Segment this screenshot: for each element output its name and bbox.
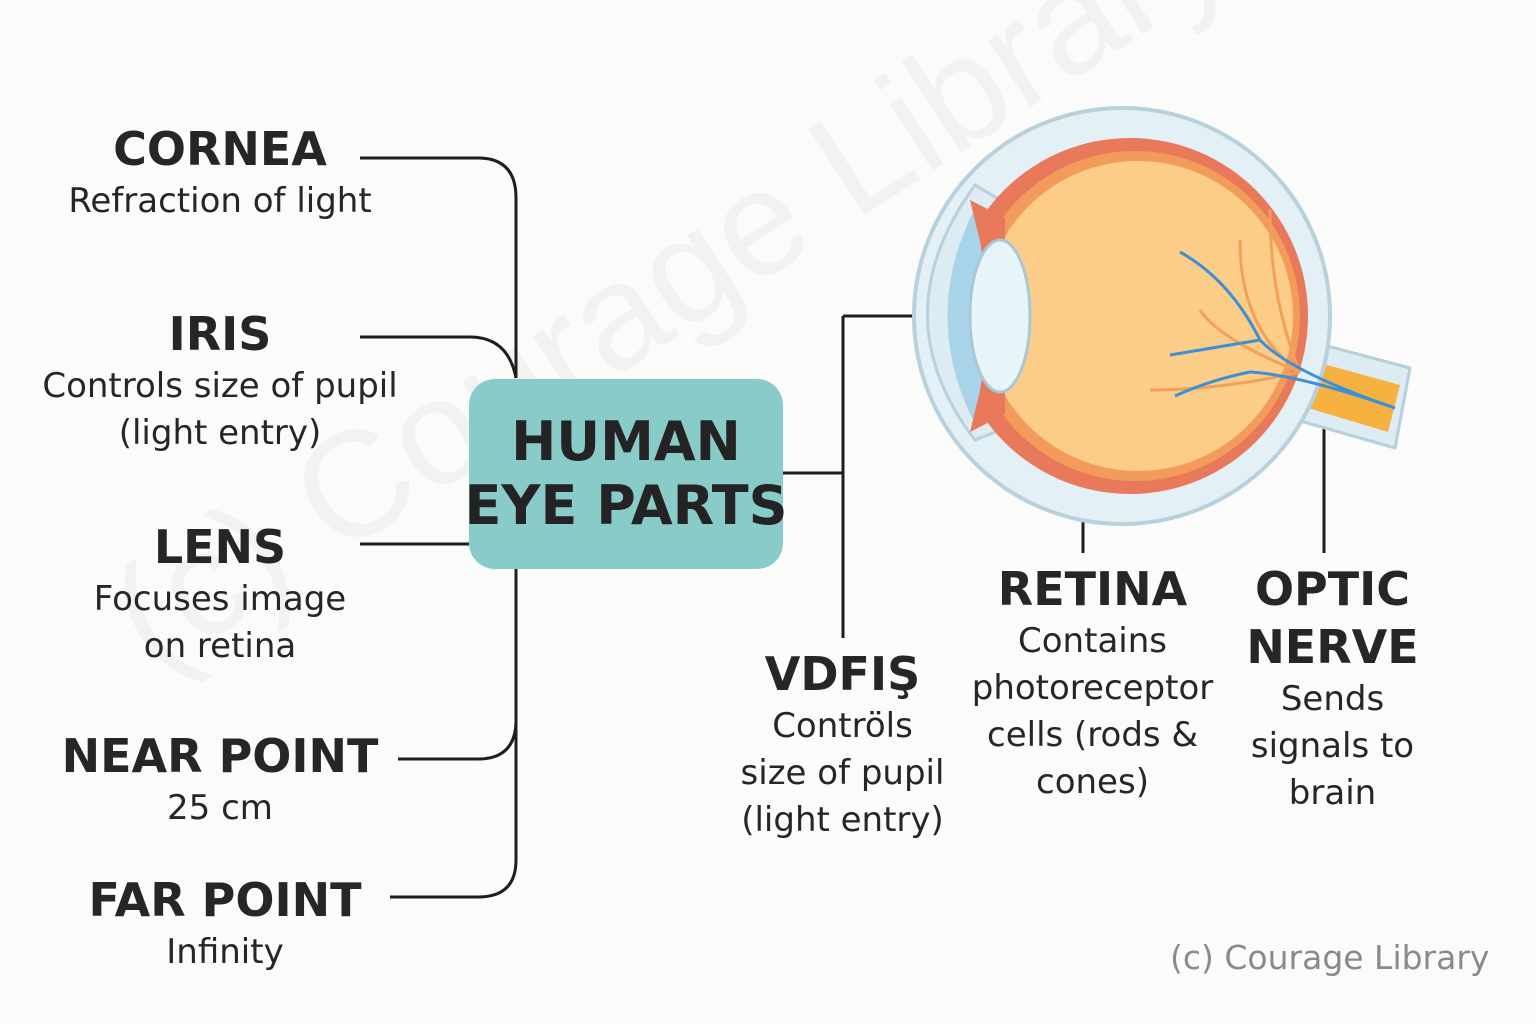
vessel-blue-3 — [1169, 338, 1261, 357]
desc-line: signals to — [1250, 726, 1415, 766]
desc-line: 25 cm — [167, 788, 273, 828]
vessel-orange-2 — [1198, 309, 1301, 374]
label-desc: Controls size of pupil (light entry) — [20, 363, 420, 457]
center-title-line2: EYE PARTS — [464, 474, 788, 537]
iris-connector — [360, 335, 518, 379]
label-title: NEAR POINT — [61, 729, 379, 783]
center-title-line1: HUMAN — [511, 410, 741, 473]
label-title: RETINA — [997, 562, 1188, 616]
label-vdfis: VDFIŞ Contröls size of pupil (light entr… — [715, 645, 970, 844]
desc-line: on retina — [143, 626, 297, 666]
label-retina: RETINA Contains photoreceptor cells (rod… — [965, 560, 1220, 806]
desc-line: photoreceptor — [971, 668, 1214, 708]
desc-line: Refraction of light — [68, 181, 372, 221]
near-connector — [398, 719, 518, 761]
vitreous — [983, 161, 1293, 471]
desc-line: brain — [1288, 773, 1377, 813]
desc-line: Sends — [1280, 679, 1385, 719]
desc-line: Contains — [1018, 621, 1167, 661]
lens — [968, 238, 1032, 394]
label-lens: LENS Focuses image on retina — [20, 518, 420, 670]
desc-line: Controls size of pupil — [42, 366, 398, 406]
label-title: FAR POINT — [88, 873, 362, 927]
lower-trunk — [390, 569, 518, 899]
desc-line: cells (rods & — [987, 715, 1198, 755]
label-desc: 25 cm — [20, 785, 420, 832]
label-desc: Infinity — [20, 929, 430, 976]
label-optic-nerve: OPTIC NERVE Sends signals to brain — [1225, 560, 1440, 817]
label-desc: Focuses image on retina — [20, 576, 420, 670]
vessel-blue-1 — [1179, 250, 1396, 410]
label-cornea: CORNEA Refraction of light — [20, 120, 420, 225]
desc-line: (light entry) — [741, 800, 944, 840]
center-title-box: HUMAN EYE PARTS — [465, 379, 788, 569]
label-desc: Contröls size of pupil (light entry) — [715, 703, 970, 844]
label-title: LENS — [153, 520, 287, 574]
vessel-orange-4 — [1268, 209, 1302, 373]
label-title: IRIS — [168, 307, 272, 361]
label-title-line2: NERVE — [1246, 620, 1419, 674]
desc-line: Focuses image — [93, 579, 347, 619]
label-title-line1: OPTIC — [1254, 562, 1411, 616]
label-desc: Sends signals to brain — [1225, 676, 1440, 817]
desc-line: Infinity — [166, 932, 284, 972]
label-far-point: FAR POINT Infinity — [20, 871, 430, 976]
desc-line: Contröls — [772, 706, 913, 746]
label-iris: IRIS Controls size of pupil (light entry… — [20, 305, 420, 457]
vessel-blue-2 — [1174, 370, 1396, 410]
label-near-point: NEAR POINT 25 cm — [20, 727, 420, 832]
label-desc: Refraction of light — [20, 178, 420, 225]
copyright-watermark: (c) Courage Library — [1170, 938, 1490, 977]
label-title: CORNEA — [113, 122, 327, 176]
label-title: VDFIŞ — [764, 647, 921, 701]
cornea-connector — [360, 156, 518, 378]
desc-line: size of pupil — [740, 753, 945, 793]
anterior-chamber — [947, 208, 985, 424]
desc-line: cones) — [1036, 762, 1149, 802]
desc-line: (light entry) — [118, 413, 322, 453]
label-desc: Contains photoreceptor cells (rods & con… — [965, 618, 1220, 806]
